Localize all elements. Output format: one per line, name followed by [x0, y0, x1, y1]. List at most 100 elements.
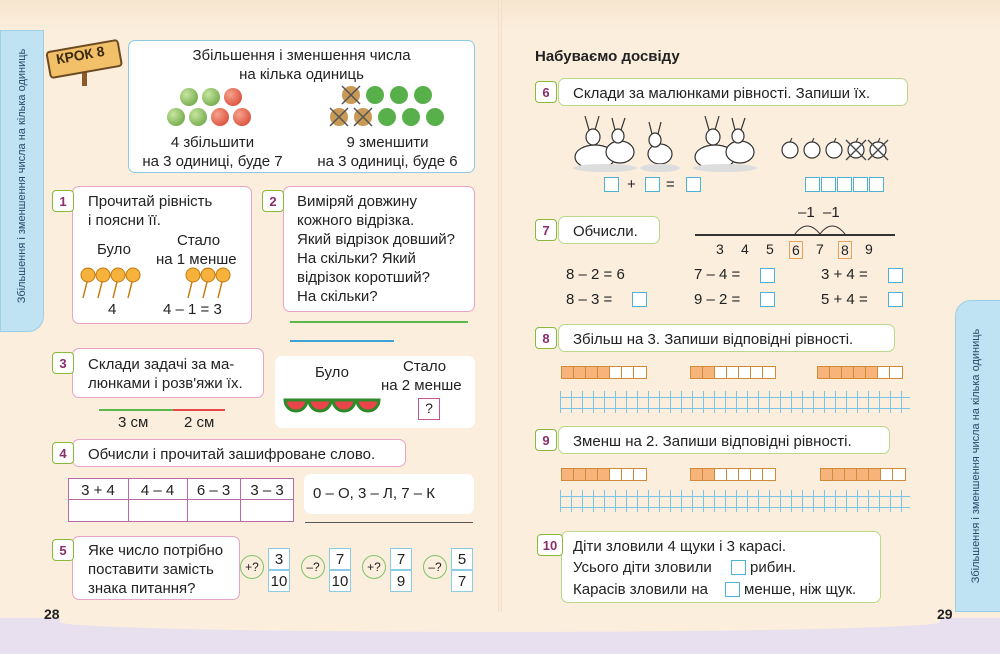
answer-box[interactable] [632, 292, 647, 307]
number-top: 7 [396, 551, 406, 568]
operation-circle: –? [301, 555, 325, 579]
operation-circle: –? [423, 555, 447, 579]
right-heading: Набуваємо досвіду [535, 48, 680, 65]
answer-box[interactable] [888, 292, 903, 307]
grid-strip-lines [560, 397, 910, 409]
table-cell: 3 + 4 [81, 482, 115, 499]
segment-3cm-label: 3 см [118, 414, 149, 431]
exercise-4-box [72, 439, 406, 467]
number-line-label: 5 [766, 241, 774, 257]
expression: 8 – 2 = 6 [566, 266, 625, 283]
button-icon [378, 108, 396, 126]
number-line-label: 8 [838, 241, 852, 259]
equals-sign: = [666, 176, 675, 193]
jump-arcs [794, 225, 846, 235]
table-cell: 6 – 3 [196, 482, 231, 499]
page-number-left: 28 [44, 606, 60, 622]
ball-icon [167, 108, 185, 126]
number-box-bottom [329, 570, 351, 592]
exercise-2-line2: кожного відрізка. [297, 212, 415, 229]
expression: 7 – 4 = [694, 266, 741, 283]
number-box-bottom [268, 570, 290, 592]
operation-circle: +? [362, 555, 386, 579]
grid-strip-lines [560, 496, 910, 508]
exercise-2-line3: Який відрізок довший? [297, 231, 456, 248]
exercise-7-box [558, 216, 660, 244]
table-cell: 4 – 4 [140, 482, 175, 499]
bar-cell [762, 468, 776, 481]
right-side-tab [955, 300, 1000, 612]
exercise-6-number: 6 [535, 81, 565, 103]
number-box-bottom [451, 570, 473, 592]
exercise-3-line2: люнками і розв'яжи їх. [88, 375, 243, 392]
bar-cell [889, 366, 903, 379]
exercise-4-key: 0 – О, 3 – Л, 7 – К [313, 485, 435, 502]
answer-box[interactable] [888, 268, 903, 283]
exercise-10-box [561, 531, 881, 603]
segment-2cm-label: 2 см [184, 414, 215, 431]
exercise-2-line4: На скільки? Який [297, 250, 416, 267]
answer-box[interactable] [686, 177, 701, 192]
table-divider [128, 478, 129, 522]
exercise-9-number: 9 [535, 429, 565, 451]
left-side-tab [0, 30, 44, 332]
exercise-2-number: 2 [262, 190, 292, 212]
number-bottom: 7 [457, 573, 467, 590]
exercise-4-key-box [304, 474, 474, 514]
number-line-label: 3 [716, 241, 724, 257]
number-line [695, 234, 895, 236]
ball-icon [211, 108, 229, 126]
expression: 8 – 3 = [566, 291, 613, 308]
answer-box[interactable] [821, 177, 836, 192]
exercise-2-line1: Виміряй довжину [297, 193, 417, 210]
answer-box[interactable] [725, 582, 740, 597]
header-title-line1: Збільшення і зменшення числа [192, 47, 411, 64]
bottom-band-curve [60, 612, 940, 632]
answer-box[interactable] [805, 177, 820, 192]
ball-icon [224, 88, 242, 106]
exercise-1-box [72, 186, 252, 324]
answer-box[interactable] [760, 268, 775, 283]
exercise-8-text: Збільш на 3. Запиши відповідні рівності. [573, 331, 854, 348]
answer-box[interactable] [760, 292, 775, 307]
exercise-10-line3b: менше, ніж щук. [744, 581, 857, 598]
number-line-jumps: –1 –1 [798, 204, 840, 221]
answer-box[interactable] [731, 560, 746, 575]
watermelon-icons [283, 398, 381, 413]
exercise-10-line1: Діти зловили 4 щуки і 3 карасі. [573, 538, 787, 555]
number-line-label: 7 [816, 241, 824, 257]
button-icon [390, 86, 408, 104]
exercise-1-was: Було [97, 241, 131, 258]
button-icon [414, 86, 432, 104]
operation-circle: +? [240, 555, 264, 579]
exercise-1-number: 1 [52, 190, 82, 212]
table-cell: 3 – 3 [250, 482, 284, 499]
segment-2cm [173, 409, 225, 411]
number-bottom: 10 [270, 573, 288, 590]
exercise-7-text: Обчисли. [573, 223, 638, 240]
exercise-1-now2: на 1 менше [156, 251, 237, 268]
answer-line [305, 522, 473, 523]
answer-box[interactable] [837, 177, 852, 192]
number-box-top [390, 548, 412, 570]
answer-box[interactable] [645, 177, 660, 192]
answer-box[interactable] [604, 177, 619, 192]
answer-box[interactable] [853, 177, 868, 192]
exercise-3-picture-box [275, 356, 475, 428]
exercise-5-box [72, 536, 240, 600]
exercise-1-line1: Прочитай рівність [88, 193, 213, 210]
segment-green [290, 321, 468, 323]
exercise-1-value-right: 4 – 1 = 3 [163, 301, 222, 318]
exercise-4-table [68, 478, 294, 522]
grid-strip [560, 391, 910, 413]
grid-strip [560, 490, 910, 512]
rabbits-illustration [573, 115, 757, 172]
exercise-9-box [558, 426, 890, 454]
exercise-3-was: Було [315, 364, 349, 381]
ball-icon [180, 88, 198, 106]
number-top: 3 [274, 551, 284, 568]
table-divider [187, 478, 188, 522]
answer-box[interactable] [869, 177, 884, 192]
exercise-5-line2: поставити замість [88, 561, 214, 578]
left-side-tab-text: Збільшення і зменшення числа на кілька о… [16, 48, 28, 304]
